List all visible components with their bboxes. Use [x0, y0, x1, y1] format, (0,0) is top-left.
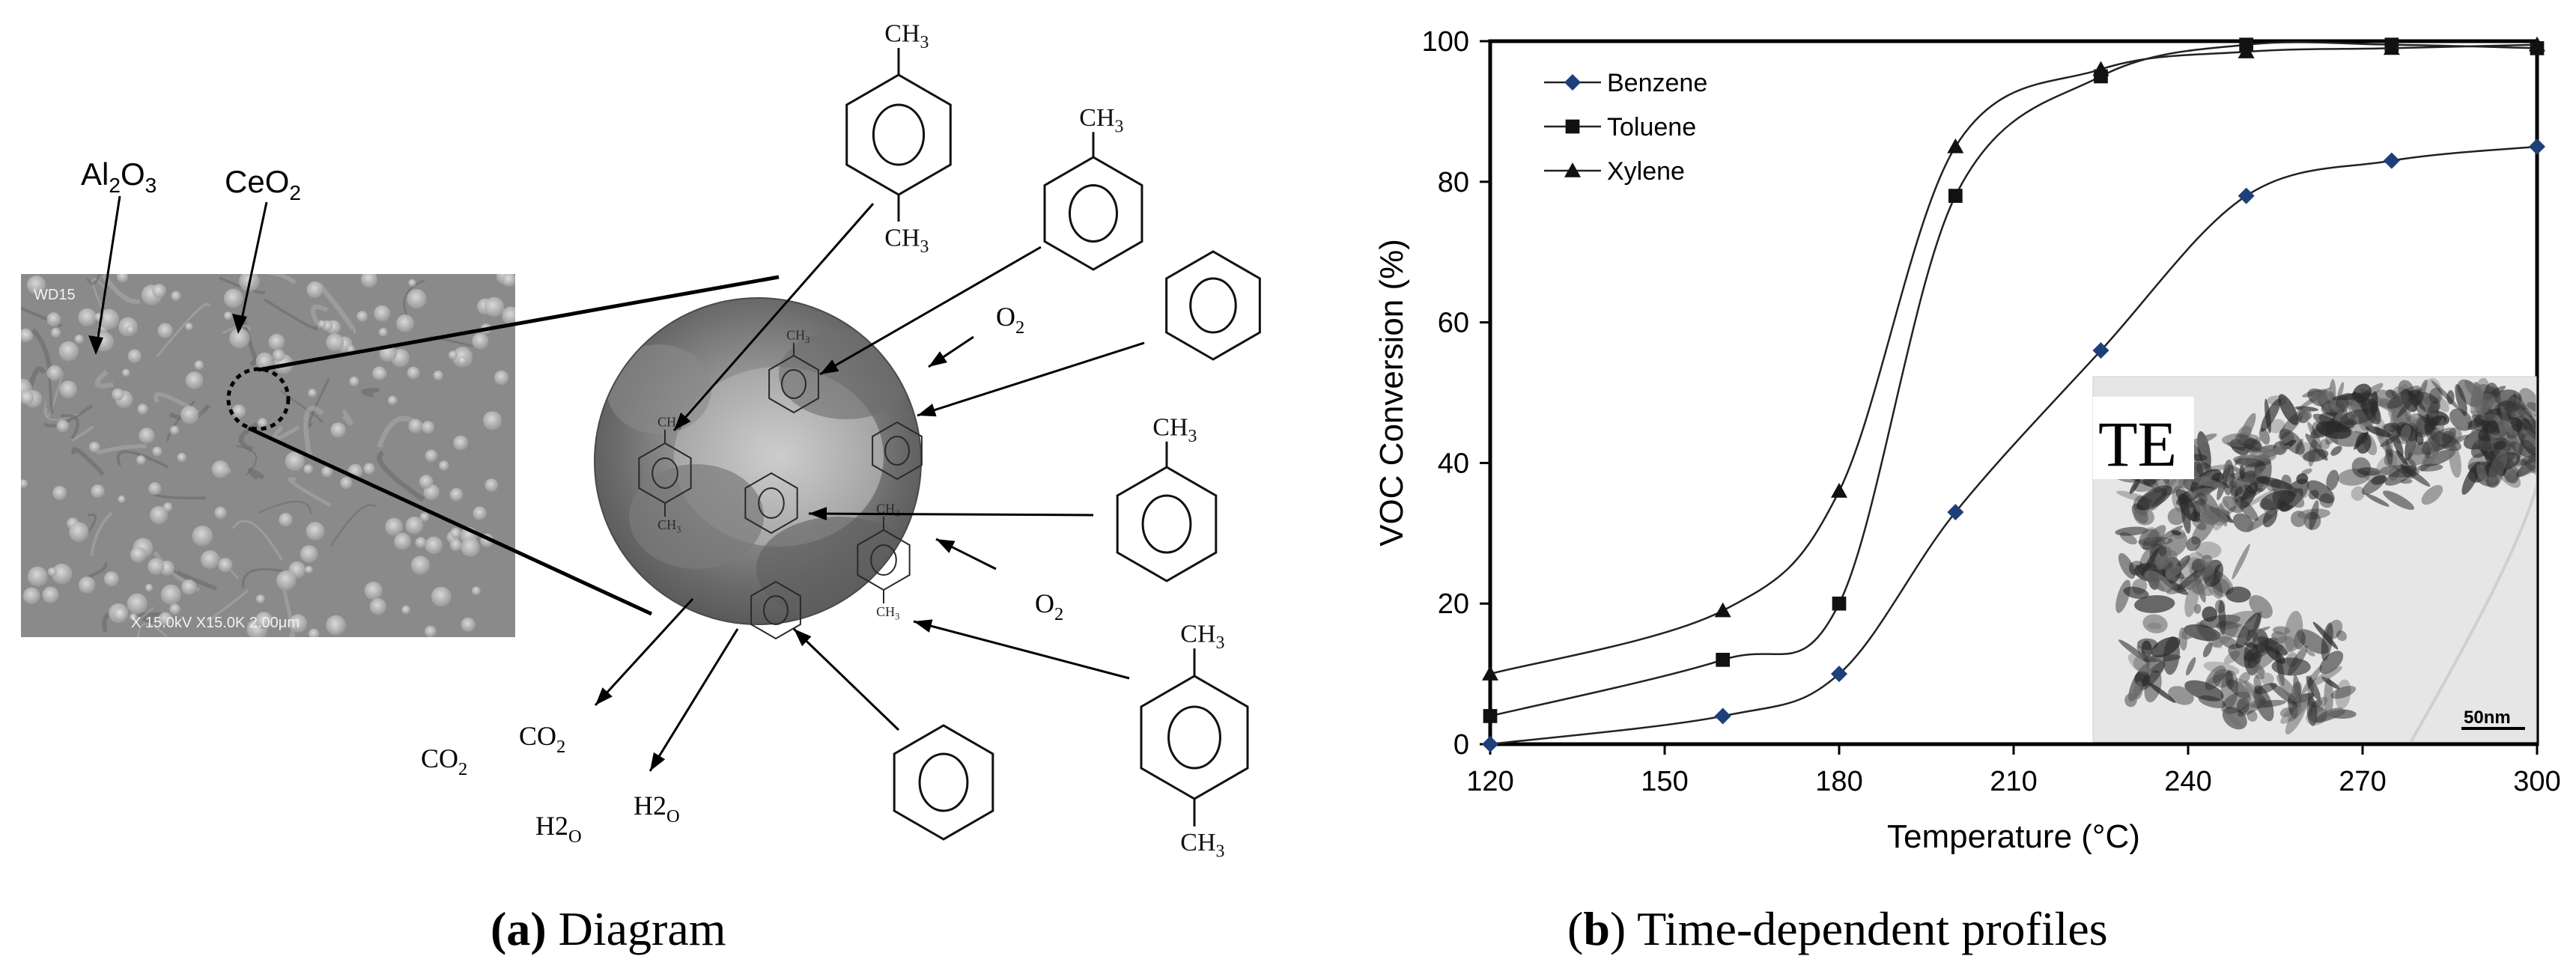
benzene-ring-icon: [744, 472, 798, 535]
data-point-xylene: [1947, 138, 1964, 153]
y-tick-label: 40: [1438, 448, 1469, 479]
flow-arrow: [808, 507, 1094, 521]
data-point-benzene: [2529, 138, 2545, 155]
data-point-toluene: [1948, 189, 1963, 203]
data-point-benzene: [1947, 504, 1964, 521]
zoom-line-top: [258, 275, 780, 372]
y-tick-label: 100: [1422, 26, 1469, 58]
flow-arrow: [792, 627, 900, 731]
x-tick-label: 300: [2513, 766, 2560, 797]
x-tick-label: 210: [1990, 766, 2037, 797]
data-point-xylene: [1714, 602, 1731, 618]
flow-arrow: [935, 538, 997, 570]
flow-arrow: [928, 335, 974, 368]
legend-label-toluene: Toluene: [1607, 113, 1696, 141]
caption-a: (a) Diagram: [490, 902, 726, 955]
ch3-label: CH3: [657, 517, 681, 535]
ch3-label: CH3: [1079, 104, 1123, 137]
co2-label: CO2: [519, 721, 565, 757]
zoom-line-bottom: [247, 426, 653, 616]
benzene-ring-icon: [750, 580, 801, 640]
data-point-xylene: [1482, 666, 1498, 681]
data-point-toluene: [1483, 709, 1498, 723]
benzene-ring-icon: CH3: [1116, 413, 1218, 582]
legend-label-benzene: Benzene: [1607, 69, 1707, 97]
legend-label-xylene: Xylene: [1607, 157, 1685, 186]
data-point-benzene: [1714, 707, 1731, 725]
h2o-label: H2O: [535, 811, 582, 847]
flow-arrow: [819, 246, 1042, 376]
y-tick-label: 20: [1438, 588, 1469, 620]
catalyst-zoom-circle: [595, 298, 921, 624]
ch3-label: CH3: [884, 20, 929, 53]
benzene-ring-icon: [893, 724, 994, 841]
o2-label: O2: [996, 302, 1024, 338]
data-point-benzene: [2238, 187, 2255, 204]
benzene-ring-icon: [872, 421, 923, 481]
data-point-benzene: [1831, 666, 1847, 683]
data-point-xylene: [2383, 40, 2400, 55]
benzene-ring-icon: [1165, 250, 1261, 361]
ch3-label: CH3: [876, 604, 899, 622]
y-tick-label: 60: [1438, 308, 1469, 339]
data-point-toluene: [1716, 652, 1731, 667]
x-tick-label: 120: [1466, 766, 1513, 797]
flow-arrow: [913, 619, 1130, 680]
legend-marker-benzene: [1564, 74, 1581, 91]
y-tick-label: 80: [1438, 167, 1469, 198]
ch3-label: CH3: [1180, 829, 1224, 862]
flow-arrow: [648, 628, 739, 772]
caption-b: (b) Time-dependent profiles: [1567, 902, 2108, 955]
data-point-xylene: [2092, 61, 2109, 76]
inset-label-te: TE: [2098, 408, 2177, 480]
ceo2-label: CeO2: [225, 164, 301, 204]
y-axis-label: VOC Conversion (%): [1373, 239, 1410, 547]
flow-arrow: [917, 341, 1145, 417]
data-point-benzene: [1482, 736, 1498, 752]
scale-bar-label: 50nm: [2464, 707, 2511, 728]
y-tick-label: 0: [1453, 729, 1469, 761]
ceo2-arrow: [238, 201, 268, 330]
o2-label: O2: [1035, 588, 1063, 624]
legend-marker-xylene: [1564, 162, 1581, 177]
al2o3-label: Al2O3: [81, 156, 157, 197]
x-tick-label: 180: [1815, 766, 1862, 797]
benzene-ring-icon: CH3: [768, 327, 819, 414]
x-tick-label: 270: [2339, 766, 2386, 797]
data-point-xylene: [2238, 43, 2255, 58]
series-line-toluene: [1489, 41, 2538, 717]
al2o3-arrow: [94, 195, 121, 353]
x-tick-label: 240: [2164, 766, 2211, 797]
data-point-benzene: [2092, 342, 2109, 359]
data-point-xylene: [2529, 36, 2545, 52]
series-benzene: [1482, 138, 2545, 752]
series-xylene: [1482, 36, 2545, 681]
tem-inset: TE 50nm: [2092, 376, 2537, 743]
x-tick-label: 150: [1641, 766, 1688, 797]
data-point-xylene: [1831, 482, 1847, 498]
benzene-ring-icon: CH3: [1043, 104, 1143, 271]
h2o-label: H2O: [634, 791, 680, 827]
sem-footer-text: X 15.0kV X15.0K 2.00μm: [131, 615, 300, 631]
sem-image: WD15 X 15.0kV X15.0K 2.00μm: [21, 274, 515, 637]
legend-marker-toluene: [1565, 119, 1580, 134]
data-point-toluene: [1832, 596, 1847, 611]
ch3-label: CH3: [884, 224, 929, 257]
co2-label: CO2: [421, 743, 467, 779]
panel-b: 120 150 180 210 240 270 300 0 20 40 60 80 100Tempera…: [1373, 26, 2561, 955]
ch3-label: CH3: [786, 327, 809, 345]
flow-arrow: [594, 597, 694, 707]
x-axis-label: Temperature (°C): [1887, 818, 2140, 855]
data-point-benzene: [2383, 152, 2400, 169]
flow-arrow: [672, 203, 875, 431]
ch3-label: CH3: [1152, 413, 1197, 446]
panel-a: WD15 X 15.0kV X15.0K 2.00μm Al2O3 CeO2: [21, 20, 1261, 955]
ch3-label: CH3: [1180, 621, 1224, 654]
sem-header-text: WD15: [34, 287, 76, 303]
